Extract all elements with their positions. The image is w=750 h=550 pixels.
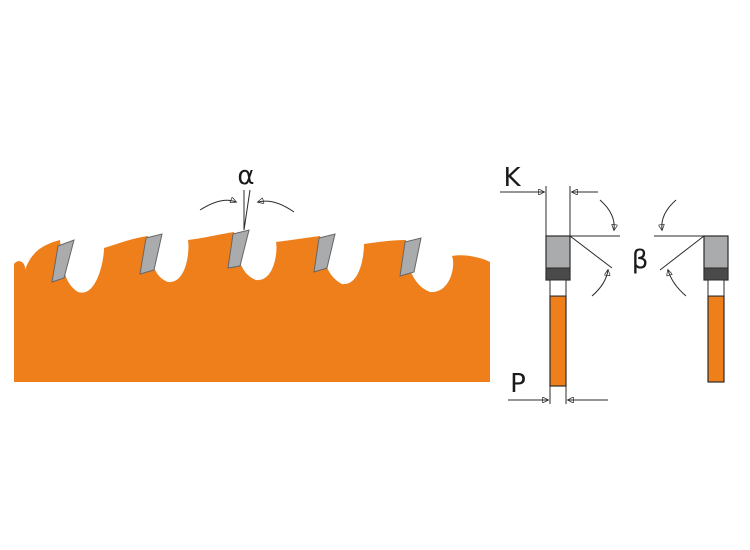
tooth-tip <box>227 229 250 269</box>
kerf-dimension: K <box>500 163 598 236</box>
tooth-tip <box>313 233 336 273</box>
kerf-label: K <box>503 163 521 193</box>
bevel-angle-label: β <box>632 245 649 275</box>
plate-label: P <box>510 369 526 399</box>
tooth-tip <box>51 239 75 283</box>
teeth-tips <box>51 229 422 283</box>
plate-dimension: P <box>508 369 608 404</box>
blade-cross-section-mirrored <box>654 199 729 383</box>
hook-angle-label: α <box>237 161 254 191</box>
plate-body <box>549 295 567 387</box>
tooth-tip <box>139 233 163 275</box>
plate-body <box>707 295 725 383</box>
blade-body <box>14 232 490 382</box>
blade-side-view: α <box>14 161 490 382</box>
hook-angle-marker: α <box>199 161 295 231</box>
blade-cross-section: K P <box>500 163 620 404</box>
bevel-angle-marker <box>569 199 620 297</box>
tooth-tip <box>399 237 422 277</box>
